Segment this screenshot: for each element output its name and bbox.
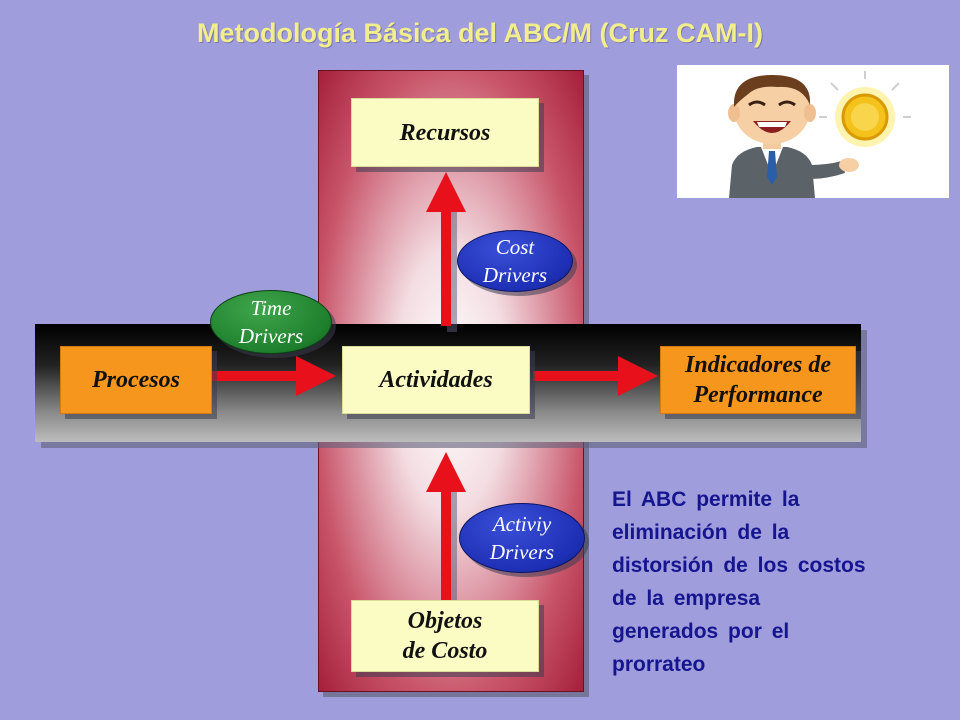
time-drivers-line2: Drivers [238,324,304,348]
box-objetos-line1: Objetos [407,608,483,634]
box-procesos-label: Procesos [92,367,180,393]
time-drivers-line1: Time [250,296,292,320]
box-recursos: Recursos [351,98,539,167]
box-recursos-label: Recursos [399,119,491,146]
oval-activity-drivers: Activiy Drivers [459,503,585,573]
page-title: Metodología Básica del ABC/M (Cruz CAM-I… [196,18,763,48]
note-line: de la empresa [612,587,761,610]
activity-drivers-line2: Drivers [489,540,555,564]
oval-cost-drivers: Cost Drivers [457,230,573,292]
box-indicadores-line1: Indicadores de [685,352,831,378]
note-line: distorsión de los costos [612,554,866,577]
cost-drivers-line2: Drivers [482,263,548,287]
oval-time-drivers: Time Drivers [210,290,332,354]
box-objetos-de-costo: Objetos de Costo [351,600,539,672]
box-indicadores: Indicadores de Performance [660,346,856,414]
box-procesos: Procesos [60,346,212,414]
box-indicadores-line2: Performance [693,382,823,408]
businessman-coin-illustration [677,65,949,198]
abc-note-text: El ABC permite la eliminación de la dist… [612,483,932,681]
note-line: eliminación de la [612,521,790,544]
note-line: generados por el [612,620,790,643]
note-line: El ABC permite la [612,488,800,511]
note-line: prorrateo [612,653,706,676]
box-objetos-line2: de Costo [402,638,488,664]
box-actividades-label: Actividades [379,367,493,393]
activity-drivers-line1: Activiy [492,512,552,536]
cost-drivers-line1: Cost [495,235,535,259]
box-actividades: Actividades [342,346,530,414]
